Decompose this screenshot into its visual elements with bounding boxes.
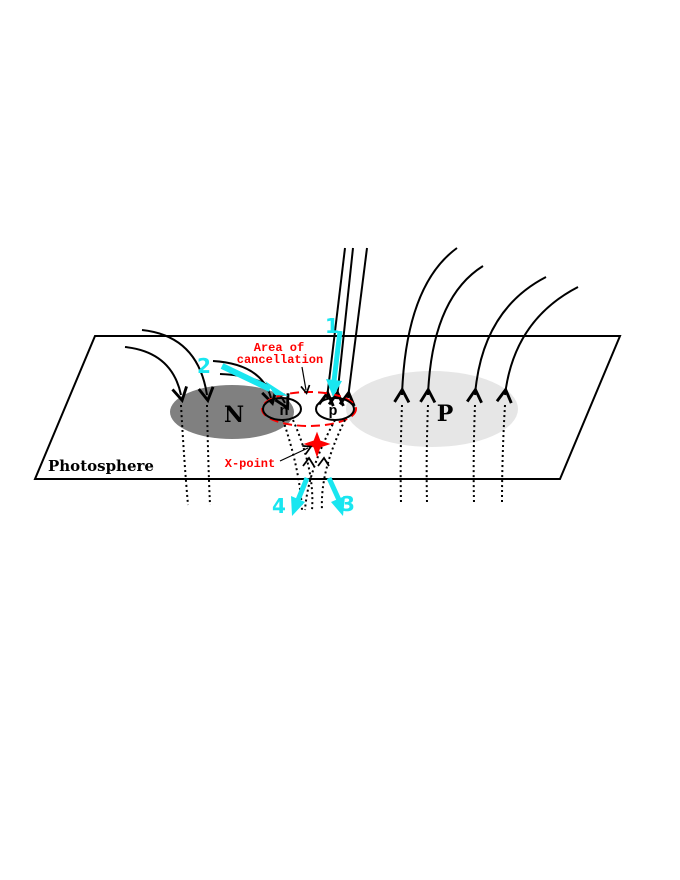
negative-region-label: N bbox=[224, 402, 244, 428]
x-point-label: X-point bbox=[225, 457, 275, 471]
x-point-star bbox=[303, 431, 331, 458]
pointer-lines bbox=[279, 366, 313, 462]
central-field-lines bbox=[317, 247, 368, 407]
flow-arrow-1 bbox=[326, 330, 343, 397]
area-of-cancellation-label-2: cancellation bbox=[237, 353, 323, 367]
flow-label-4: 4 bbox=[272, 494, 286, 518]
small-negative-label: n bbox=[279, 403, 288, 420]
photosphere-label: Photosphere bbox=[48, 457, 154, 475]
area-of-cancellation-label-1: Area of bbox=[254, 341, 304, 355]
flow-arrows bbox=[220, 330, 345, 516]
x-point-arrowheads bbox=[302, 456, 330, 467]
positive-region bbox=[346, 371, 518, 447]
x-point-dotted-lines bbox=[282, 419, 346, 511]
positive-region-label: P bbox=[437, 401, 454, 427]
right-field-lines bbox=[393, 247, 579, 404]
flow-label-2: 2 bbox=[197, 354, 211, 378]
left-subsurface-lines bbox=[180, 404, 211, 506]
photosphere-plane bbox=[33, 335, 622, 480]
flow-arrow-2 bbox=[220, 363, 288, 396]
small-negative-ellipse bbox=[262, 397, 302, 421]
flow-arrow-3 bbox=[326, 476, 345, 516]
flow-label-1: 1 bbox=[325, 314, 339, 338]
flow-label-3: 3 bbox=[341, 492, 355, 516]
flow-arrow-4 bbox=[291, 477, 310, 516]
small-positive-label: p bbox=[328, 403, 337, 420]
